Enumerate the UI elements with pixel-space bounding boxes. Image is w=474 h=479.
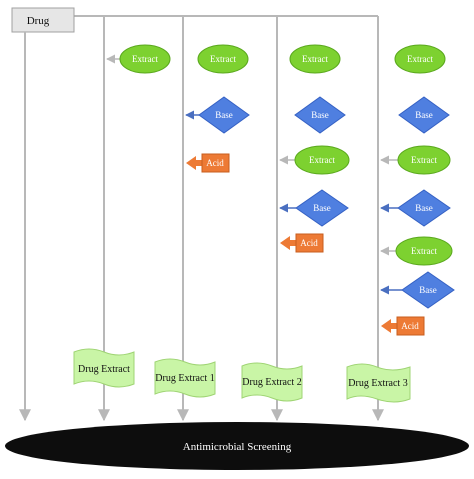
drug-label: Drug: [27, 15, 50, 27]
extract-label: Extract: [411, 155, 437, 165]
base-label: Base: [415, 203, 433, 213]
acid-label: Acid: [401, 321, 419, 331]
drug-box: Drug: [11, 7, 75, 33]
product-banner-1: Drug Extract 1: [154, 358, 216, 398]
acid-label: Acid: [300, 238, 318, 248]
base-node-col3-b: Base: [279, 189, 349, 227]
extract-label: Extract: [302, 54, 328, 64]
extract-label: Extract: [309, 155, 335, 165]
acid-node-col3: Acid: [280, 233, 324, 253]
screening-bar: Antimicrobial Screening: [5, 422, 469, 470]
acid-node-col2: Acid: [186, 153, 230, 173]
base-node-col4-c: Base: [380, 271, 455, 309]
acid-node-col4: Acid: [381, 316, 425, 336]
extract-node-col4-c: Extract: [380, 236, 453, 266]
base-node-col2: Base: [185, 96, 250, 134]
base-label: Base: [215, 110, 233, 120]
acid-label: Acid: [206, 158, 224, 168]
base-node-col3-a: Base: [294, 96, 346, 134]
base-label: Base: [419, 285, 437, 295]
extract-node-col2: Extract: [197, 44, 249, 74]
product-label-1: Drug Extract 1: [155, 373, 214, 384]
product-banner-2: Drug Extract 2: [241, 362, 303, 402]
extract-node-col4-a: Extract: [394, 44, 446, 74]
base-node-col4-b: Base: [380, 189, 451, 227]
extract-label: Extract: [210, 54, 236, 64]
extract-label: Extract: [407, 54, 433, 64]
product-label-0: Drug Extract: [78, 364, 130, 375]
product-label-3: Drug Extract 3: [348, 378, 407, 389]
base-node-col4-a: Base: [398, 96, 450, 134]
extract-node-col3-b: Extract: [279, 145, 350, 175]
extract-label: Extract: [132, 54, 158, 64]
base-label: Base: [415, 110, 433, 120]
product-label-2: Drug Extract 2: [242, 377, 301, 388]
product-banner-3: Drug Extract 3: [346, 363, 411, 403]
base-label: Base: [313, 203, 331, 213]
extract-label: Extract: [411, 246, 437, 256]
base-label: Base: [311, 110, 329, 120]
screening-label: Antimicrobial Screening: [183, 441, 292, 453]
extract-node-col1: Extract: [106, 44, 171, 74]
product-banner-0: Drug Extract: [73, 348, 135, 388]
extract-node-col4-b: Extract: [380, 145, 451, 175]
extract-node-col3: Extract: [289, 44, 341, 74]
